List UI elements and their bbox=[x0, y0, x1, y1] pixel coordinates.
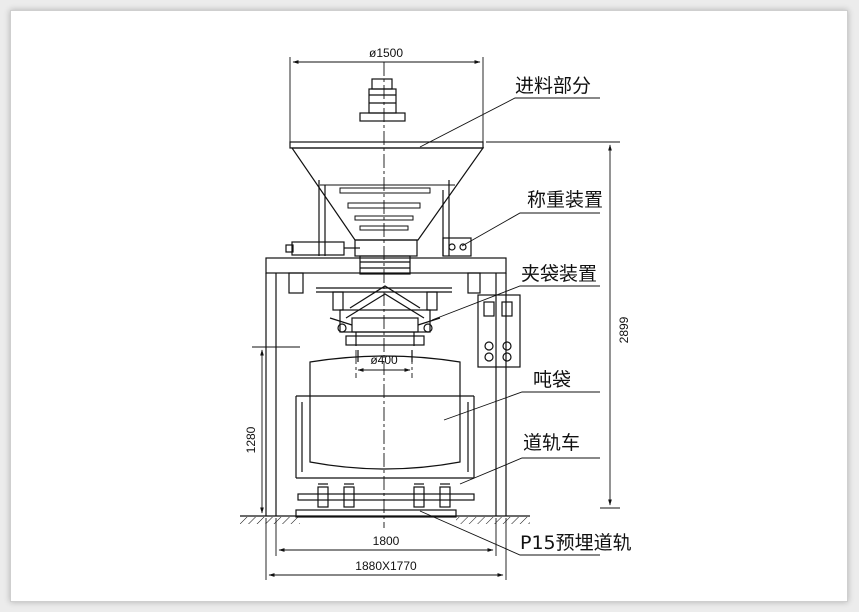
label-weighing-device: 称重装置 bbox=[527, 189, 603, 211]
feed-hopper bbox=[289, 141, 485, 256]
dim-spout-diameter: ø400 bbox=[370, 353, 398, 367]
dim-footprint: 1880X1770 bbox=[355, 559, 417, 573]
label-bag-clamp-device: 夹袋装置 bbox=[521, 263, 597, 285]
dim-total-height: 2899 bbox=[617, 316, 631, 343]
leader-lines bbox=[419, 97, 600, 556]
center-lines bbox=[355, 62, 413, 528]
dim-lower-height: 1280 bbox=[244, 426, 258, 453]
label-rail-cart: 道轨车 bbox=[523, 432, 580, 454]
ton-bag bbox=[309, 350, 461, 470]
motor bbox=[359, 78, 406, 122]
label-embedded-rail: P15预埋道轨 bbox=[520, 532, 632, 554]
rail-cart bbox=[295, 395, 475, 508]
label-ton-bag: 吨袋 bbox=[533, 369, 571, 391]
dim-hopper-diameter: ø1500 bbox=[369, 46, 403, 60]
weighing-device bbox=[285, 237, 472, 275]
dimension-lines bbox=[252, 57, 620, 580]
main-frame bbox=[265, 257, 507, 516]
ground-and-rail bbox=[240, 509, 530, 524]
label-feed-section: 进料部分 bbox=[515, 75, 591, 97]
dim-inner-width: 1800 bbox=[373, 534, 400, 548]
bag-clamp-device bbox=[316, 285, 452, 346]
drawing-sheet bbox=[10, 10, 848, 602]
control-box bbox=[477, 294, 521, 368]
